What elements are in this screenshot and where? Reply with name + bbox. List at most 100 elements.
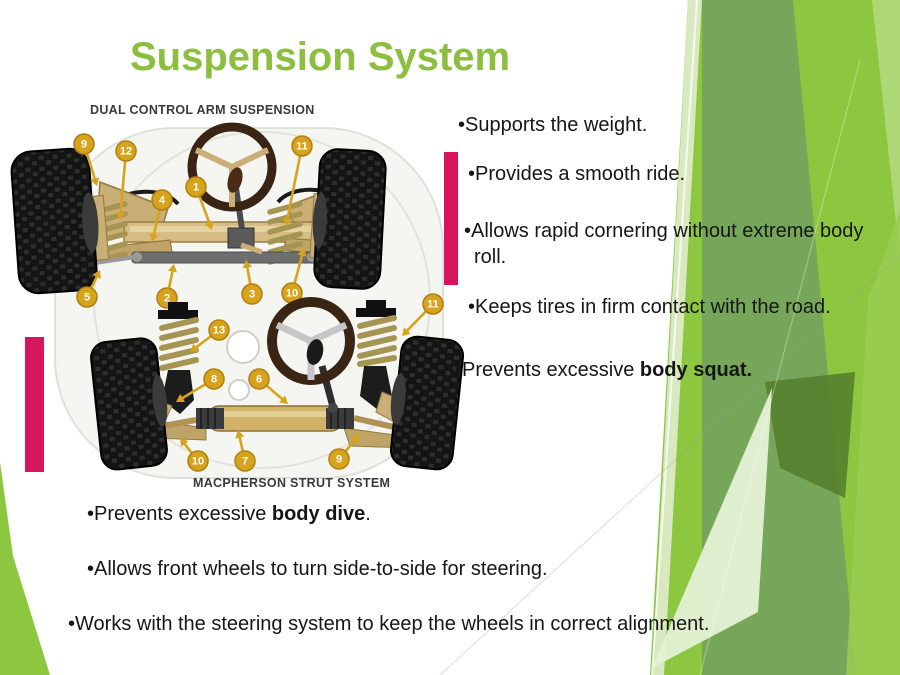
- diagram-number-badge: [422, 293, 444, 315]
- macpherson-strut-diagram: 13 8 6 10 7 9 11: [90, 293, 465, 472]
- diagram-number-badge: [291, 135, 313, 157]
- tire-front-right: [312, 148, 387, 290]
- bullet-wheels-turn: •Allows front wheels to turn side-to-sid…: [87, 556, 548, 582]
- steering-linkage: [131, 251, 318, 264]
- bullet-marker: •: [458, 114, 466, 136]
- page-title: Suspension System: [130, 34, 511, 79]
- bullet-marker: •: [468, 296, 476, 318]
- badge-number-label: 11: [427, 299, 439, 311]
- badge-arrowhead: [282, 217, 293, 226]
- badge-number-label: 10: [286, 288, 298, 300]
- badge-number-label: 2: [164, 293, 170, 305]
- badge-arrowhead: [92, 270, 101, 279]
- bullet-text-after: .: [365, 503, 371, 525]
- badge-arrowhead: [190, 343, 199, 352]
- bullet-marker: •: [87, 558, 95, 580]
- bullet-text: Keeps tires in firm contact with the roa…: [475, 296, 831, 318]
- diagram-number-badge: [73, 133, 95, 155]
- bullet-body-squat: •Prevents excessive body squat.: [455, 357, 752, 383]
- badge-arrowhead: [176, 394, 185, 402]
- badge-number-label: 5: [84, 292, 90, 304]
- number-badges-dual: 9 12 1 4 11 5 2 3 10: [73, 133, 313, 309]
- diagram-number-badge: [241, 283, 263, 305]
- bullet-marker: •: [68, 613, 76, 635]
- bullet-text: Prevents excessive: [94, 503, 272, 525]
- steering-rack: [148, 405, 402, 432]
- badge-arrowhead: [90, 177, 100, 186]
- badge-number-label: 11: [296, 141, 308, 153]
- bullet-marker: •: [455, 359, 463, 381]
- bullet-text: Supports the weight.: [465, 114, 648, 136]
- badge-number-label: 4: [159, 195, 166, 207]
- strut-spring-left: [159, 317, 199, 371]
- bullet-text: Allows front wheels to turn side-to-side…: [94, 558, 548, 580]
- bullet-text: Prevents excessive: [462, 359, 640, 381]
- bullet-text-bold: body squat.: [639, 359, 753, 381]
- bullet-body-dive: •Prevents excessive body dive.: [87, 501, 371, 527]
- badge-number-label: 3: [249, 289, 255, 301]
- badge-number-label: 13: [213, 325, 225, 337]
- shock-body-left: [162, 370, 194, 414]
- rack-boot-left: [196, 408, 224, 429]
- coil-spring-left: [92, 201, 128, 265]
- bullet-wheel-alignment: •Works with the steering system to keep …: [68, 611, 709, 637]
- diagram-number-badge: [151, 189, 173, 211]
- badge-arrowhead: [116, 211, 126, 220]
- strut-spring-right: [357, 315, 397, 367]
- bullet-text: Works with the steering system to keep t…: [75, 613, 710, 635]
- bullet-marker: •: [464, 220, 472, 242]
- bullet-tire-contact: •Keeps tires in firm contact with the ro…: [468, 294, 831, 320]
- diagram-number-badge: [208, 319, 230, 341]
- bullet-marker: •: [468, 163, 476, 185]
- diagram-label-macpherson: MACPHERSON STRUT SYSTEM: [193, 476, 391, 490]
- bullet-marker: •: [87, 503, 95, 525]
- badge-arrowhead: [235, 430, 245, 439]
- diagram-number-badge: [234, 450, 256, 472]
- steering-wheel-mac: [267, 297, 355, 413]
- diagram-number-badge: [328, 448, 350, 470]
- bullet-text-bold: body dive: [271, 503, 366, 525]
- bullet-supports-weight: •Supports the weight.: [458, 112, 647, 138]
- badge-number-label: 9: [81, 139, 87, 151]
- tire-front-left: [10, 147, 99, 295]
- diagram-number-badge: [185, 176, 207, 198]
- badge-arrow: [285, 145, 304, 221]
- bullet-smooth-ride: •Provides a smooth ride.: [468, 161, 685, 187]
- tie-rod-left: [94, 255, 136, 265]
- tire-rear-left: [90, 337, 168, 471]
- badge-number-label: 9: [336, 454, 342, 466]
- badge-arrowhead: [149, 233, 159, 242]
- red-accent-bar-left: [25, 337, 44, 472]
- bullet-text: Allows rapid cornering without extreme b…: [471, 220, 864, 268]
- badge-number-label: 7: [242, 456, 248, 468]
- badge-number-label: 8: [211, 374, 217, 386]
- dual-control-arm-diagram: 9 12 1 4 11 5 2 3 10: [10, 122, 387, 309]
- tie-rod-right: [353, 415, 399, 431]
- badge-arrowhead: [242, 260, 252, 269]
- badge-number-label: 1: [193, 182, 199, 194]
- bullet-text: Provides a smooth ride.: [475, 163, 686, 185]
- number-badges-mac: 13 8 6 10 7 9 11: [176, 293, 444, 472]
- badge-arrowhead: [204, 221, 214, 230]
- diagram-number-badge: [203, 368, 225, 390]
- badge-number-label: 12: [120, 146, 132, 158]
- badge-number-label: 10: [192, 456, 204, 468]
- steering-gearbox: [227, 227, 255, 249]
- diagram-number-badge: [187, 450, 209, 472]
- red-accent-bar-right: [444, 152, 458, 285]
- bullet-rapid-cornering: •Allows rapid cornering without extreme …: [464, 218, 892, 270]
- tire-rear-right: [389, 335, 465, 471]
- diagram-number-badge: [248, 368, 270, 390]
- badge-arrowhead: [297, 248, 307, 257]
- steering-wheel: [187, 122, 277, 255]
- diagram-number-badge: [115, 140, 137, 162]
- badge-arrowhead: [180, 438, 189, 447]
- badge-arrowhead: [351, 434, 360, 443]
- rack-boot-right: [326, 408, 354, 429]
- left-bottom-green-wedge: [0, 462, 50, 675]
- badge-number-label: 6: [256, 374, 262, 386]
- badge-arrowhead: [279, 395, 288, 404]
